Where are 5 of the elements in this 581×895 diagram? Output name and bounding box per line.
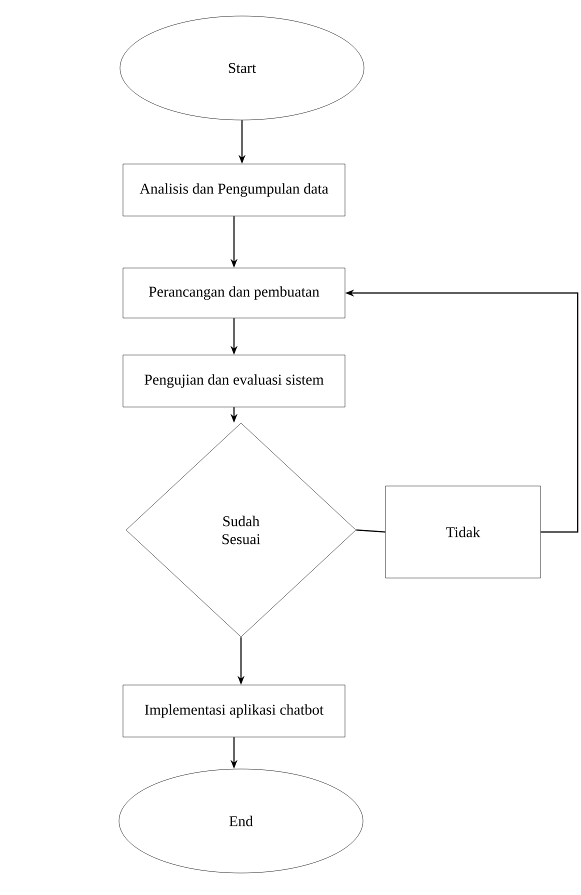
process-box: Perancangan dan pembuatan	[122, 268, 346, 318]
process-box: Pengujian dan evaluasi sistem	[122, 354, 346, 408]
process-box: Implementasi aplikasi chatbot	[122, 684, 346, 738]
process-box: Analisis dan Pengumpulan data	[122, 164, 346, 216]
process-box: Tidak	[385, 486, 541, 578]
